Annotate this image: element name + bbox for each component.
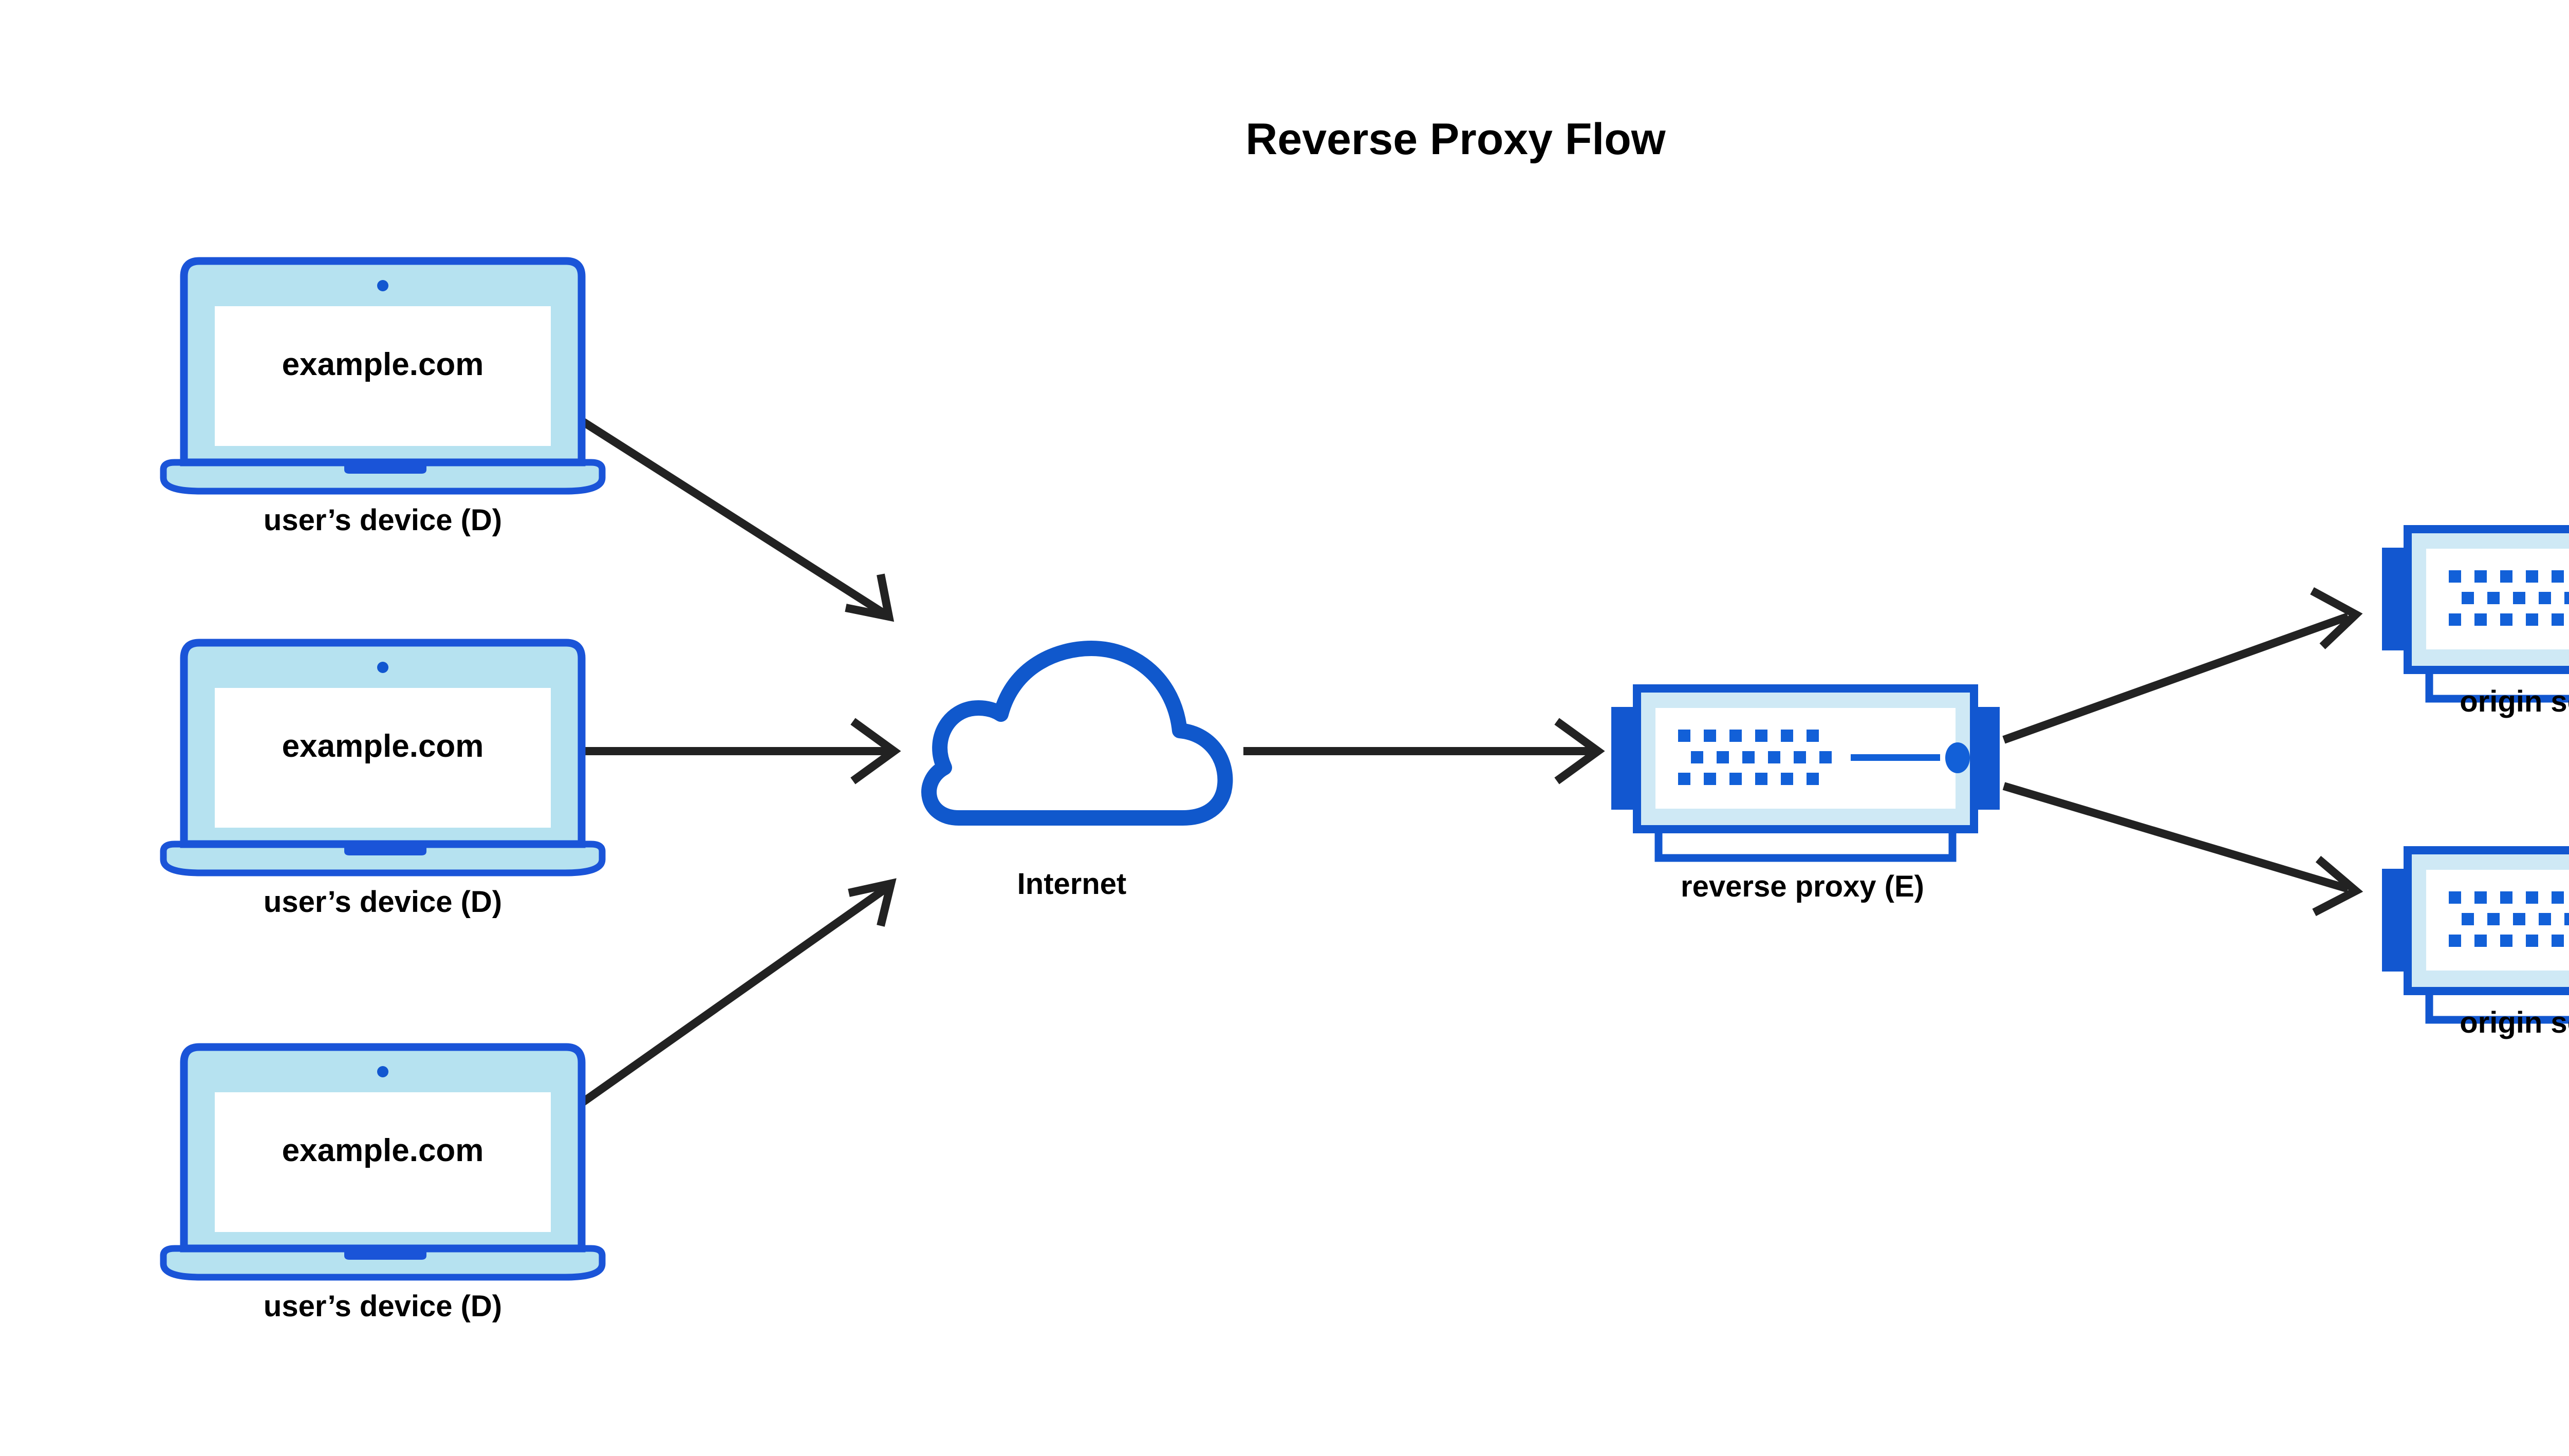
cloud-icon	[921, 641, 1233, 826]
page-title: Reverse Proxy Flow	[1245, 115, 1666, 164]
edge-proxy-origin2	[2002, 782, 2363, 917]
node-label-client-1: user’s device (D)	[264, 503, 502, 537]
laptop-screen-text: example.com	[282, 1133, 484, 1168]
edge-proxy-origin1	[2002, 587, 2363, 744]
node-label-reverse-proxy: reverse proxy (E)	[1681, 870, 1924, 903]
node-label-origin-1: origin server (F)	[2460, 685, 2569, 718]
server-icon	[1611, 688, 2000, 858]
node-client-1[interactable]: example.com user’s device (D)	[163, 261, 602, 537]
edge-internet-proxy	[1243, 718, 1605, 785]
laptop-screen-text: example.com	[282, 729, 484, 764]
node-origin-1[interactable]: origin server (F)	[2382, 529, 2569, 718]
node-label-internet: Internet	[1017, 867, 1127, 901]
node-reverse-proxy[interactable]: reverse proxy (E)	[1611, 688, 2000, 903]
node-label-client-2: user’s device (D)	[264, 885, 502, 919]
node-origin-2[interactable]: origin server (F)	[2382, 850, 2569, 1039]
node-client-2[interactable]: example.com user’s device (D)	[163, 643, 602, 919]
node-label-origin-2: origin server (F)	[2460, 1006, 2569, 1039]
server-icon	[2382, 850, 2569, 1020]
server-icon	[2382, 529, 2569, 699]
node-internet[interactable]: Internet	[921, 641, 1233, 901]
node-label-client-3: user’s device (D)	[264, 1290, 502, 1323]
node-client-3[interactable]: example.com user’s device (D)	[163, 1047, 602, 1323]
laptop-screen-text: example.com	[282, 347, 484, 382]
